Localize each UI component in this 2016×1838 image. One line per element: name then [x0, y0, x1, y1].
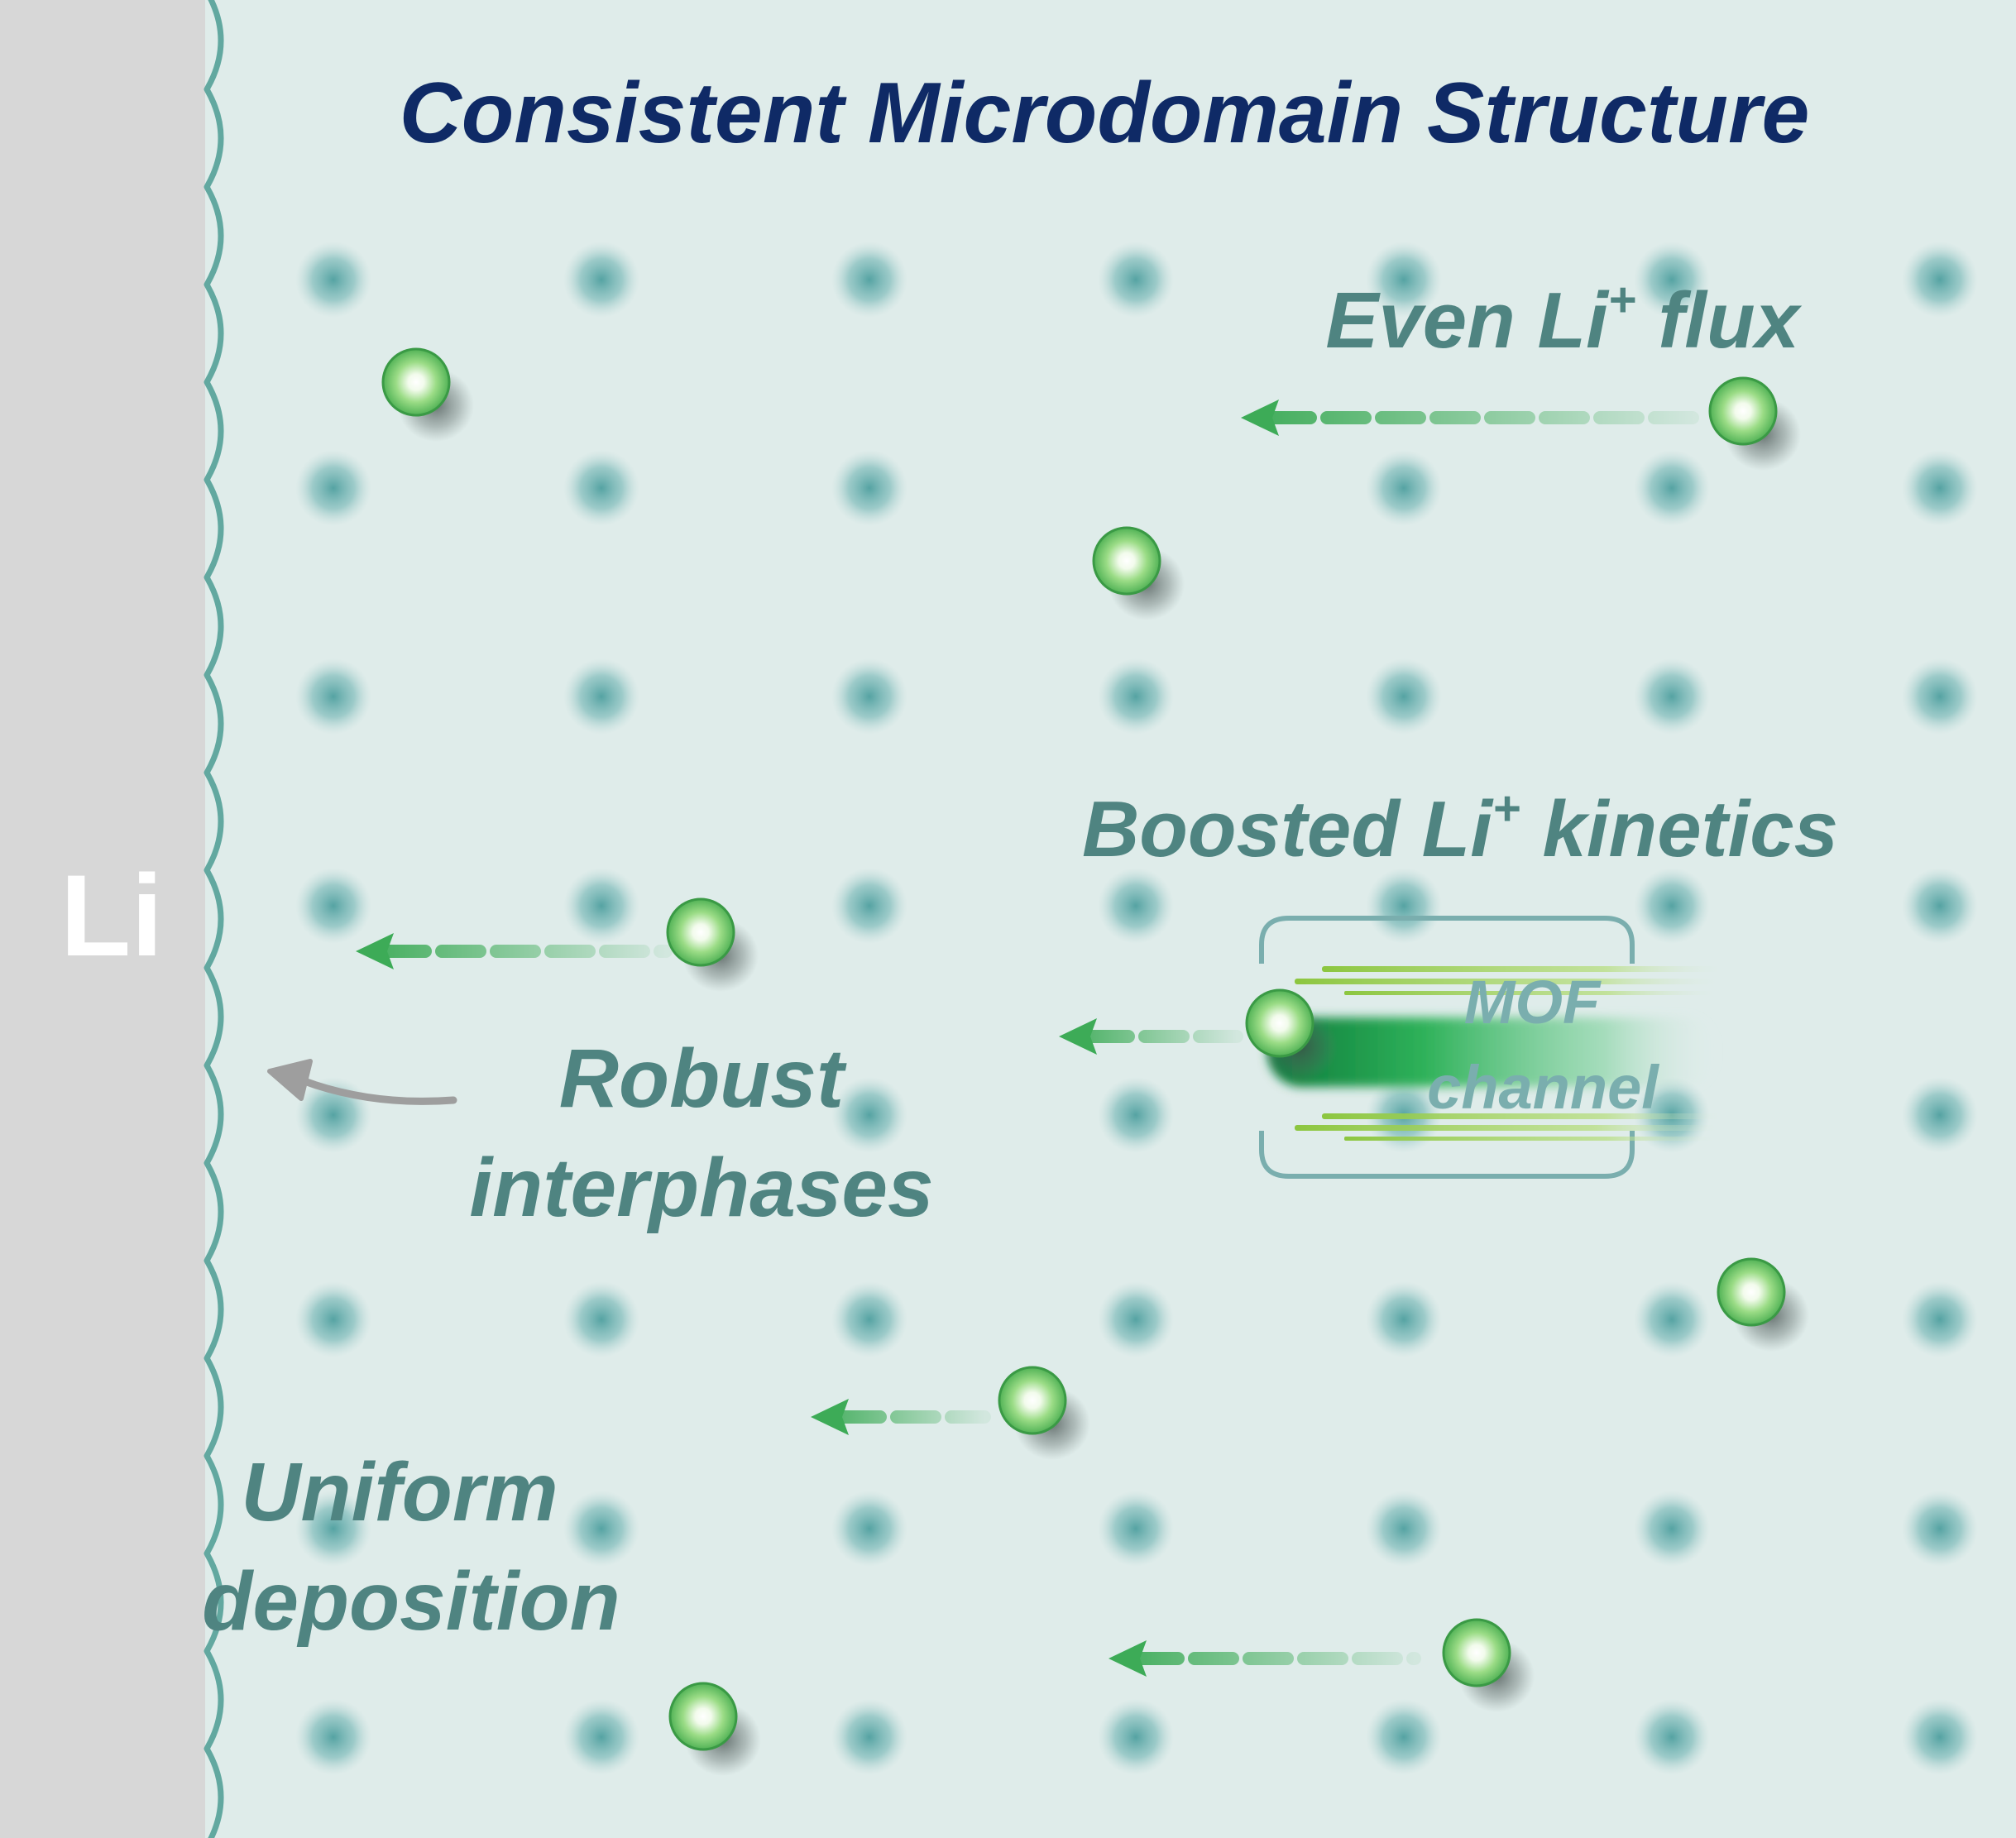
microdomain-dot-icon — [831, 1699, 907, 1775]
microdomain-dot-icon — [1902, 658, 1978, 735]
microdomain-dot-icon — [831, 242, 907, 318]
dashed-left-arrow-icon — [1241, 400, 1702, 436]
microdomain-dot-icon — [563, 868, 639, 944]
deposition-label-line2: deposition — [202, 1555, 620, 1648]
lithium-ion-sphere-icon — [1717, 1257, 1809, 1352]
channel-label-line2: channel — [1427, 1053, 1659, 1122]
microdomain-dot-icon — [1634, 450, 1710, 526]
lithium-ion-sphere-icon — [1245, 988, 1338, 1083]
microdomain-dot-icon — [295, 1281, 371, 1357]
microdomain-dot-icon — [1098, 658, 1174, 735]
microdomain-dot-icon — [563, 658, 639, 735]
microdomain-lattice — [295, 242, 1978, 1775]
lithium-ion-sphere-icon — [1708, 376, 1801, 471]
electrode-label: Li — [60, 850, 163, 980]
electrode-interface — [204, 0, 224, 1838]
lithium-ion-sphere-icon — [1092, 526, 1185, 620]
microdomain-dot-icon — [563, 1281, 639, 1357]
microdomain-dot-icon — [1098, 1699, 1174, 1775]
lithium-ion-sphere-icon — [666, 897, 759, 992]
microdomain-dot-icon — [1902, 1077, 1978, 1153]
microdomain-dot-icon — [1902, 1491, 1978, 1567]
microdomain-dot-icon — [1366, 242, 1442, 318]
microdomain-dot-icon — [1634, 1281, 1710, 1357]
microdomain-dot-icon — [563, 1491, 639, 1567]
microdomain-dot-icon — [1902, 868, 1978, 944]
channel-label-line1: MOF — [1464, 968, 1602, 1036]
microdomain-dot-icon — [295, 1699, 371, 1775]
microdomain-dot-icon — [1902, 450, 1978, 526]
microdomain-dot-icon — [1366, 1699, 1442, 1775]
microdomain-dot-icon — [563, 242, 639, 318]
microdomain-dot-icon — [1634, 868, 1710, 944]
microdomain-dot-icon — [295, 1491, 371, 1567]
dashed-left-arrow-icon — [356, 933, 673, 969]
mof-channel-icon — [1259, 916, 1727, 1179]
microdomain-dot-icon — [563, 450, 639, 526]
channel-beam — [1267, 1017, 1718, 1087]
microdomain-dot-icon — [295, 242, 371, 318]
microdomain-dot-icon — [1902, 1699, 1978, 1775]
microdomain-dot-icon — [831, 1077, 907, 1153]
lithium-ion-sphere-icon — [1442, 1618, 1535, 1712]
microdomain-dot-icon — [831, 1491, 907, 1567]
microdomain-dot-icon — [1366, 450, 1442, 526]
lithium-ion-sphere-icon — [381, 347, 474, 442]
microdomain-dot-icon — [1098, 868, 1174, 944]
microdomain-dot-icon — [1366, 1491, 1442, 1567]
interphase-label-line2: interphases — [469, 1142, 933, 1234]
dashed-left-arrow-icon — [1109, 1640, 1421, 1677]
microdomain-dot-icon — [1098, 242, 1174, 318]
dashed-left-arrow-icon — [1059, 1018, 1243, 1055]
microdomain-dot-icon — [295, 868, 371, 944]
deposition-label-line1: Uniform — [241, 1446, 558, 1539]
microdomain-dot-icon — [1098, 1491, 1174, 1567]
lithium-ion-sphere-icon — [668, 1682, 761, 1776]
flux-arrows — [356, 400, 1702, 1677]
microdomain-dot-icon — [1366, 1281, 1442, 1357]
lithium-electrode — [0, 0, 205, 1838]
diagram-title: Consistent Microdomain Structure — [400, 65, 1810, 161]
lithium-ion-sphere-icon — [998, 1366, 1090, 1460]
microdomain-dot-icon — [295, 450, 371, 526]
microdomain-dot-icon — [1634, 242, 1710, 318]
microdomain-dot-icon — [831, 450, 907, 526]
mof-channel: MOF channel — [1259, 916, 1727, 1179]
microdomain-dot-icon — [1902, 242, 1978, 318]
curved-arrow-icon — [267, 1059, 457, 1105]
microdomain-dot-icon — [831, 1281, 907, 1357]
microdomain-dot-icon — [1634, 1699, 1710, 1775]
channel-streaks — [1295, 966, 1727, 1141]
lithium-ions — [381, 347, 1809, 1776]
microdomain-dot-icon — [295, 658, 371, 735]
interphase-label-line1: Robust — [559, 1032, 847, 1125]
microdomain-dot-icon — [1098, 1281, 1174, 1357]
microdomain-dot-icon — [563, 1699, 639, 1775]
microdomain-dot-icon — [1366, 658, 1442, 735]
even-flux-label: Even Li+ flux — [1325, 273, 1802, 365]
microdomain-dot-icon — [1634, 658, 1710, 735]
microdomain-dot-icon — [831, 868, 907, 944]
boosted-kinetics-label: Boosted Li+ kinetics — [1082, 782, 1838, 874]
microdomain-dot-icon — [1098, 1077, 1174, 1153]
microdomain-dot-icon — [1634, 1491, 1710, 1567]
microdomain-dot-icon — [1366, 868, 1442, 944]
microdomain-dot-icon — [831, 658, 907, 735]
microdomain-dot-icon — [1902, 1281, 1978, 1357]
dashed-left-arrow-icon — [811, 1399, 991, 1435]
